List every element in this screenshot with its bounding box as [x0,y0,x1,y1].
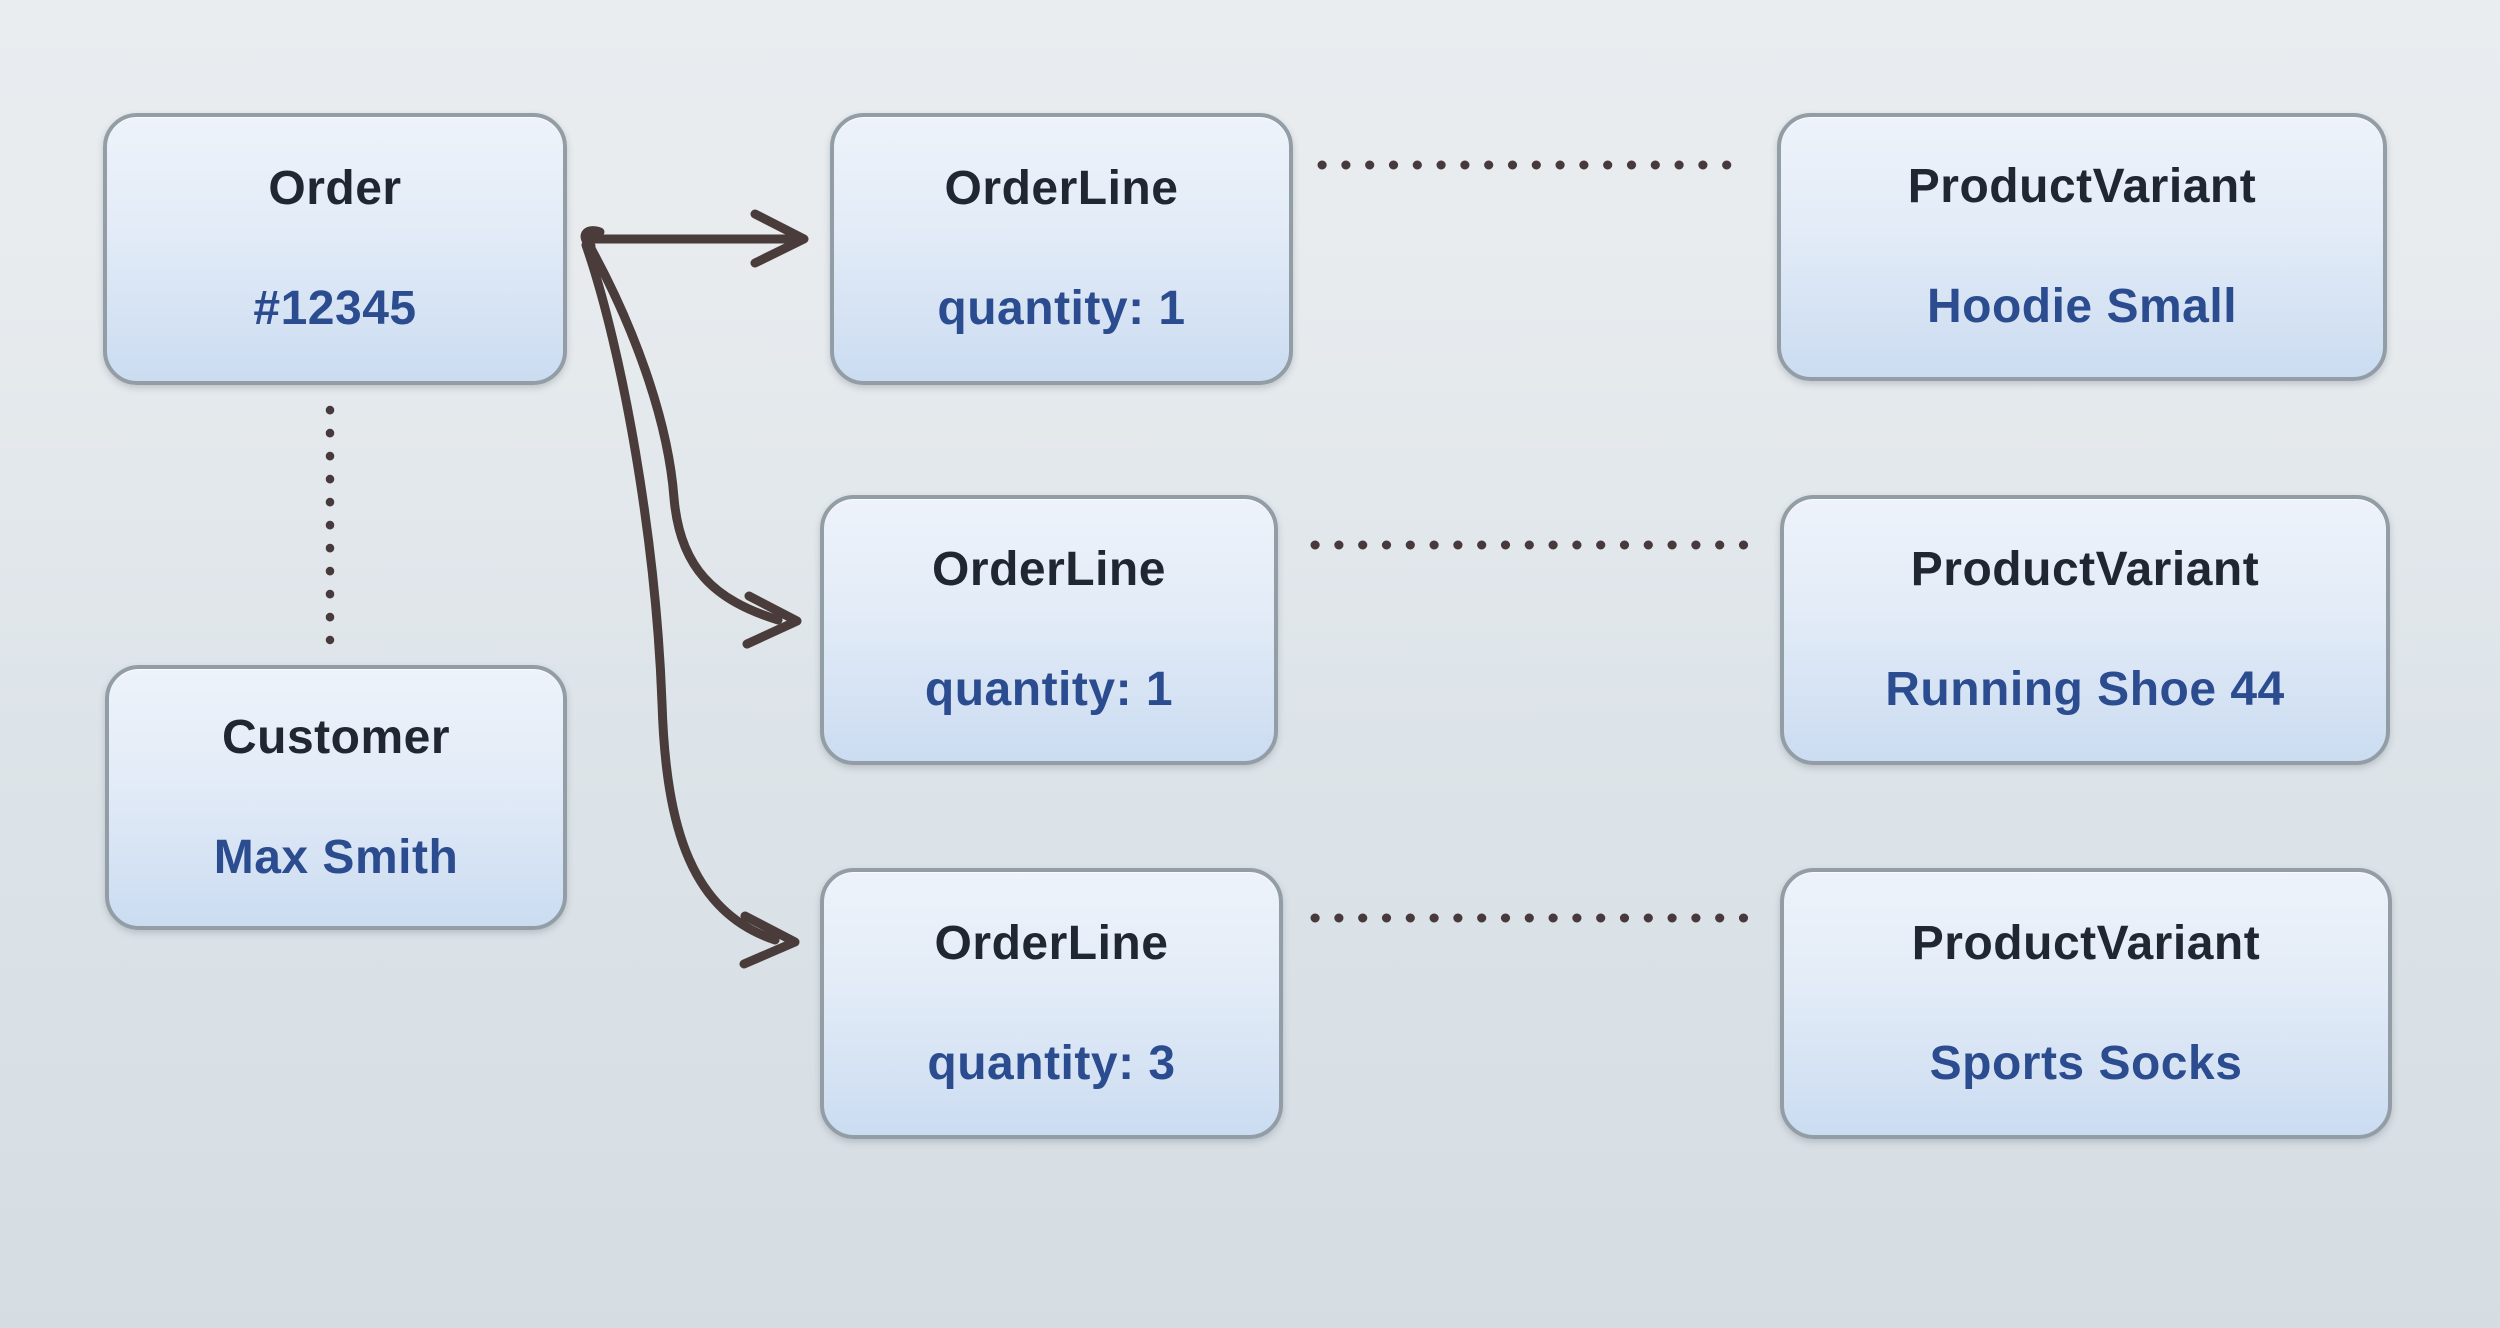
order-orderline2-arrowhead [742,591,802,649]
orderline-node-2: OrderLine quantity: 1 [820,495,1278,765]
order-orderline2-arrow [583,238,783,625]
productvariant-node-3-title: ProductVariant [1911,916,2261,970]
orderline-node-3-title: OrderLine [934,916,1169,970]
productvariant-node-2-name: Running Shoe 44 [1885,663,2285,716]
orderline-node-1-quantity: quantity: 1 [937,282,1186,335]
orderline-node-3-quantity: quantity: 3 [927,1036,1176,1090]
customer-node-title: Customer [221,710,451,764]
order-node-title: Order [268,162,402,215]
arrow-origin-curl [580,226,605,251]
productvariant-node-1-name: Hoodie Small [1926,280,2238,333]
orderline-node-2-title: OrderLine [932,543,1166,596]
orderline-node-1: OrderLine quantity: 1 [830,113,1293,385]
orderline-node-1-title: OrderLine [944,162,1179,215]
productvariant-node-1-title: ProductVariant [1907,160,2257,213]
order-orderline1-arrowhead [750,209,809,268]
productvariant-node-2: ProductVariant Running Shoe 44 [1780,495,2390,765]
order-node-value: #12345 [253,282,417,335]
productvariant-node-2-title: ProductVariant [1910,543,2260,596]
productvariant-node-1: ProductVariant Hoodie Small [1777,113,2387,381]
productvariant-node-3: ProductVariant Sports Socks [1780,868,2392,1139]
order-node: Order #12345 [103,113,567,385]
order-orderline3-arrowhead [739,911,800,969]
orderline-node-2-quantity: quantity: 1 [924,663,1174,716]
customer-node-value: Max Smith [213,830,459,884]
order-orderline3-arrow [581,240,780,945]
productvariant-node-3-name: Sports Socks [1929,1036,2243,1090]
orderline-node-3: OrderLine quantity: 3 [820,868,1283,1139]
customer-node: Customer Max Smith [105,665,567,930]
